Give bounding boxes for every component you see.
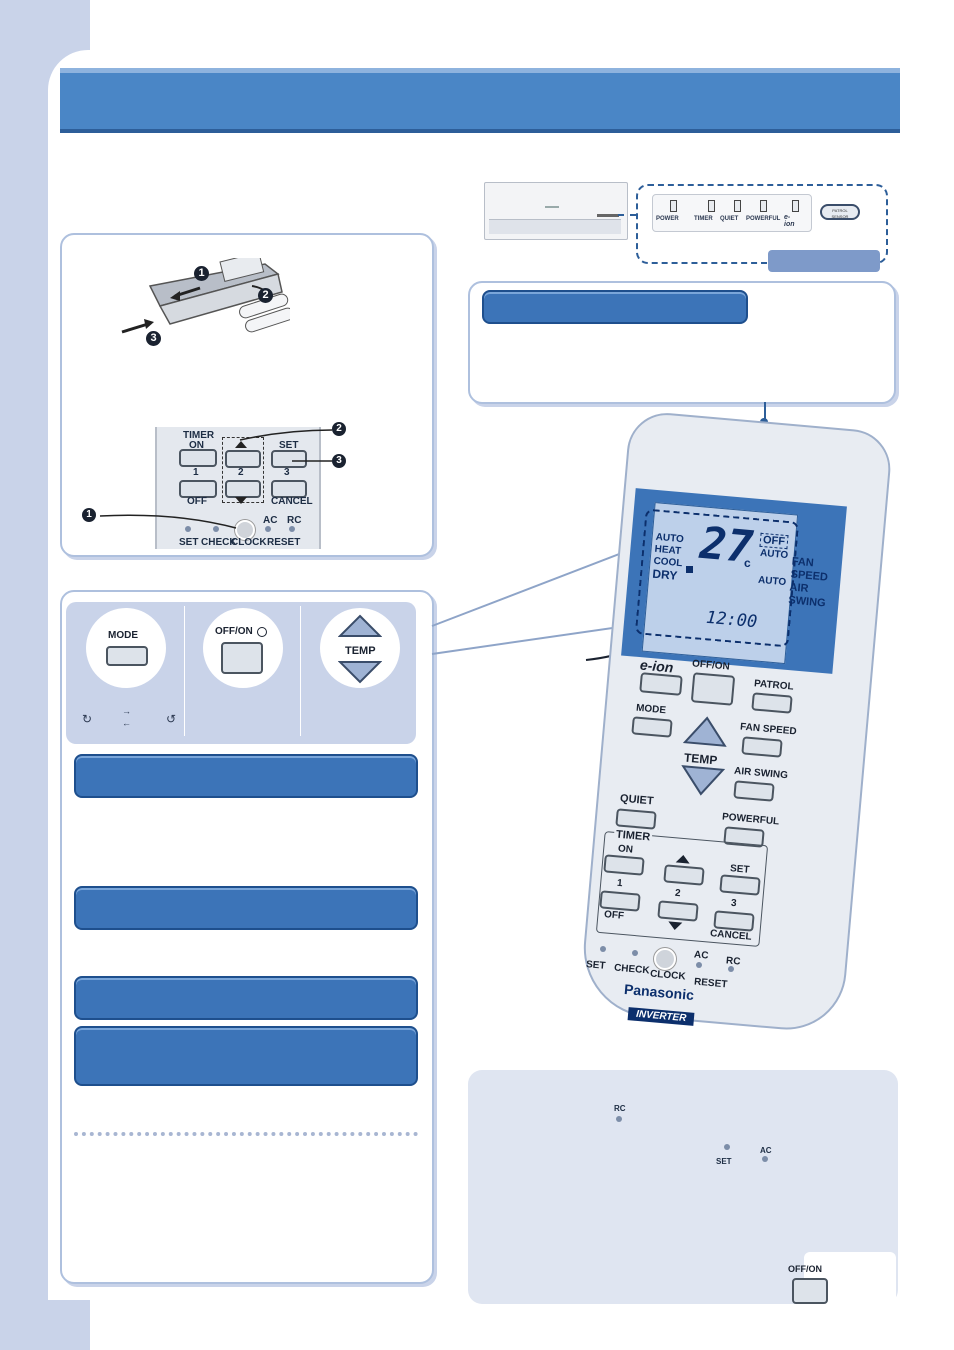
set-led-icon [724,1144,730,1150]
remote-quiet-button[interactable] [615,808,657,830]
remote-set-button[interactable] [719,874,761,896]
inset-down-button[interactable] [225,480,261,498]
remote-up-arrow-icon [675,854,691,864]
remote-temp-up-button[interactable] [682,714,729,748]
indicator-label: QUIET [720,216,739,222]
indicator-lamp [760,200,767,212]
lcd-zoom-lines [431,545,641,655]
dotted-divider [74,1132,418,1136]
eion-indicator-label: e-ion [784,214,795,228]
inset-cancel-button[interactable] [271,480,307,498]
remote-offon-button[interactable] [690,672,736,706]
remote-down-arrow-icon [667,921,683,931]
inset-timer-off-button[interactable] [179,480,217,498]
battery-step-3-badge: 3 [146,331,161,346]
indicator-label: TIMER [694,216,713,222]
clock-marker-1-leader [99,514,237,529]
temp-up-button[interactable] [338,614,382,638]
battery-step-1-badge: 1 [194,266,209,281]
indicator-box [652,194,812,232]
display-info-header [482,290,748,324]
indicator-label: POWERFUL [746,216,781,222]
clock-marker-2-leader [239,429,333,441]
indoor-unit-illustration [484,182,628,240]
remote-timer-on-button[interactable] [603,854,645,876]
clock-marker-3-leader [292,460,332,462]
remote-down-button[interactable] [657,900,699,922]
remote-temp-down-button[interactable] [679,764,726,798]
remote-air-swing-button[interactable] [733,780,775,802]
remote-fan-speed-button[interactable] [741,736,783,758]
inset-set-button[interactable] [271,450,307,468]
clock-marker-3: 3 [332,454,346,468]
remote-mode-button[interactable] [631,716,673,738]
offon-button[interactable] [221,642,263,674]
patrol-sensor-window: PATROL SENSOR [820,204,860,220]
ac-led-icon [762,1156,768,1162]
inset-timer-on-button[interactable] [179,449,217,467]
remote-patrol-button[interactable] [751,692,793,714]
inset-down-arrow-icon [235,497,247,504]
remote-clock-button[interactable] [654,948,676,970]
power-icon [257,627,267,637]
clock-marker-1: 1 [82,508,96,522]
temp-down-button[interactable] [338,660,382,684]
indicator-lamp [792,200,799,212]
operation-header-3 [74,976,418,1020]
inset-up-button[interactable] [225,450,261,468]
clock-marker-2: 2 [332,422,346,436]
inset-up-arrow-icon [235,441,247,448]
remote-eion-button[interactable] [639,672,683,696]
reset-offon-button[interactable] [792,1278,828,1304]
rc-led-icon [616,1116,622,1122]
operation-header-1 [74,754,418,798]
battery-illustration [121,258,290,334]
clock-setting-inset: TIMER ON 1 OFF 2 SET 3 CANCEL AC RC SET … [155,427,321,549]
title-bar [60,68,900,133]
operation-header-2 [74,886,418,930]
indicator-lamp [734,200,741,212]
lcd-mode-list: AUTO HEAT COOL DRY [651,531,685,583]
operation-header-4 [74,1026,418,1086]
callout-line [618,214,636,216]
lcd-right-labels: FAN SPEED AIR SWING [787,555,829,610]
indicator-label: POWER [656,216,679,222]
lcd-off: OFF [759,532,789,550]
mode-button[interactable] [106,646,148,666]
indicator-lamp [670,200,677,212]
indicator-lamp [708,200,715,212]
indicator-tag [768,250,880,272]
battery-step-2-badge: 2 [258,288,273,303]
inset-clock-button[interactable] [235,520,255,540]
remote-up-button[interactable] [663,864,705,886]
